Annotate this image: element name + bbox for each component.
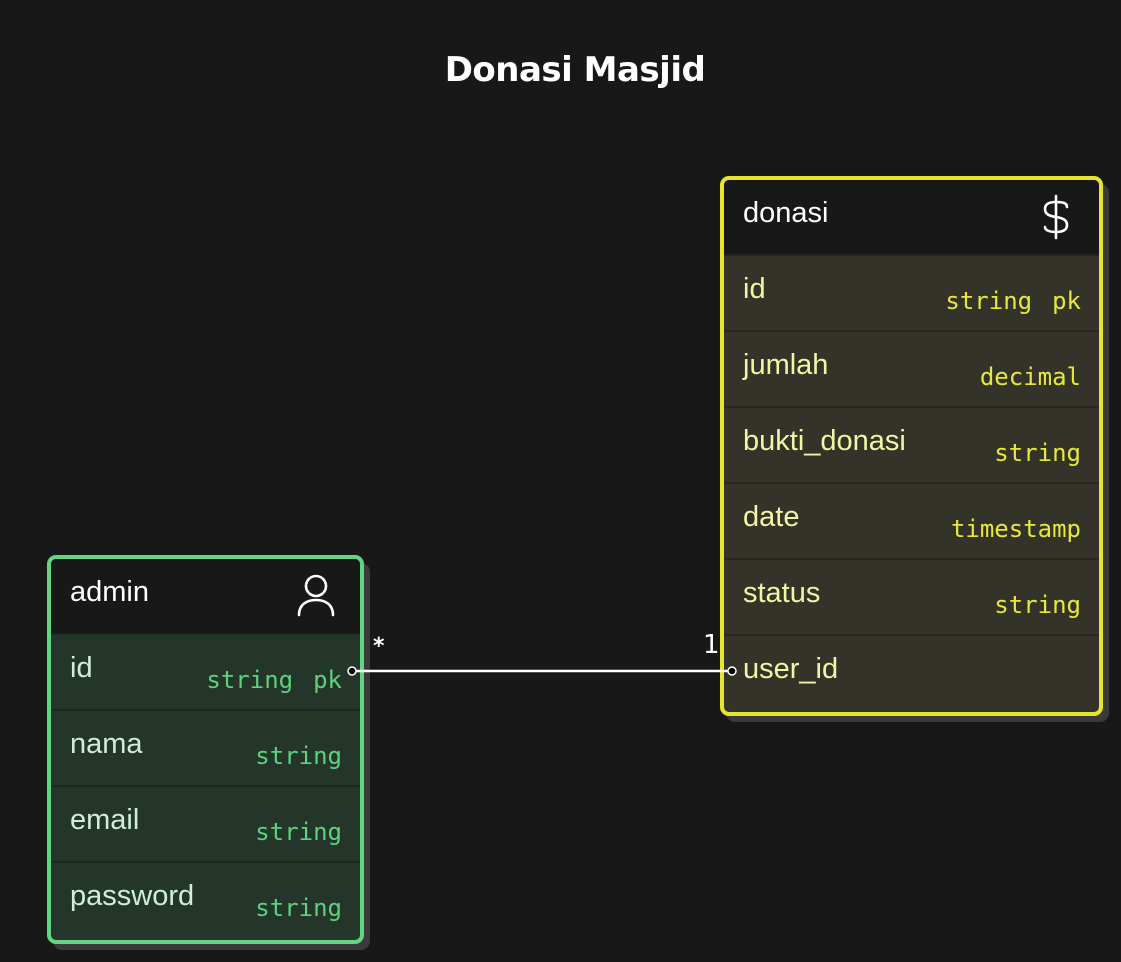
- field-name: password: [70, 880, 195, 912]
- field-name: status: [743, 577, 821, 609]
- admin-field-row[interactable]: password string: [51, 861, 360, 937]
- donasi-field-row[interactable]: jumlah decimal: [724, 330, 1099, 406]
- admin-field-row[interactable]: email string: [51, 785, 360, 861]
- field-name: id: [70, 652, 93, 684]
- field-type: string pk: [206, 666, 342, 694]
- field-key: pk: [313, 666, 342, 694]
- field-name: email: [70, 804, 140, 836]
- field-type: string: [255, 742, 342, 770]
- field-name: nama: [70, 728, 143, 760]
- field-type: decimal: [979, 363, 1081, 391]
- relationship-cardinality-one: 1: [703, 630, 720, 660]
- user-icon: [294, 571, 338, 643]
- dollar-icon: [1039, 193, 1073, 265]
- field-type: string: [994, 439, 1081, 467]
- donasi-entity-title: donasi: [743, 197, 829, 229]
- donasi-field-row[interactable]: status string: [724, 558, 1099, 634]
- field-type: string pk: [945, 287, 1081, 315]
- field-key: pk: [1052, 287, 1081, 315]
- relationship-start-dot: [347, 666, 357, 676]
- field-name: date: [743, 501, 800, 533]
- field-type: string: [255, 818, 342, 846]
- field-name: id: [743, 273, 766, 305]
- field-name: jumlah: [743, 349, 829, 381]
- field-type-label: string: [945, 287, 1033, 315]
- field-type: string: [255, 894, 342, 922]
- admin-entity-title: admin: [70, 576, 149, 608]
- admin-entity[interactable]: admin id string pk nama string email stri…: [47, 555, 364, 944]
- donasi-field-row[interactable]: date timestamp: [724, 482, 1099, 558]
- relationship-cardinality-many: *: [373, 634, 385, 659]
- admin-field-row[interactable]: id string pk: [51, 633, 360, 709]
- admin-field-row[interactable]: nama string: [51, 709, 360, 785]
- donasi-entity-header[interactable]: donasi: [724, 180, 1099, 254]
- field-name: bukti_donasi: [743, 425, 906, 457]
- diagram-title: Donasi Masjid: [444, 50, 706, 90]
- donasi-field-row[interactable]: id string pk: [724, 254, 1099, 330]
- admin-entity-header[interactable]: admin: [51, 559, 360, 633]
- donasi-field-row[interactable]: bukti_donasi string: [724, 406, 1099, 482]
- field-name: user_id: [743, 653, 839, 685]
- field-type: timestamp: [950, 515, 1081, 543]
- field-type: string: [994, 591, 1081, 619]
- donasi-entity[interactable]: donasi id string pk jumlah decimal bukti_…: [720, 176, 1103, 716]
- relationship-end-dot: [727, 666, 737, 676]
- donasi-field-row[interactable]: user_id: [724, 634, 1099, 710]
- field-type-label: string: [206, 666, 294, 694]
